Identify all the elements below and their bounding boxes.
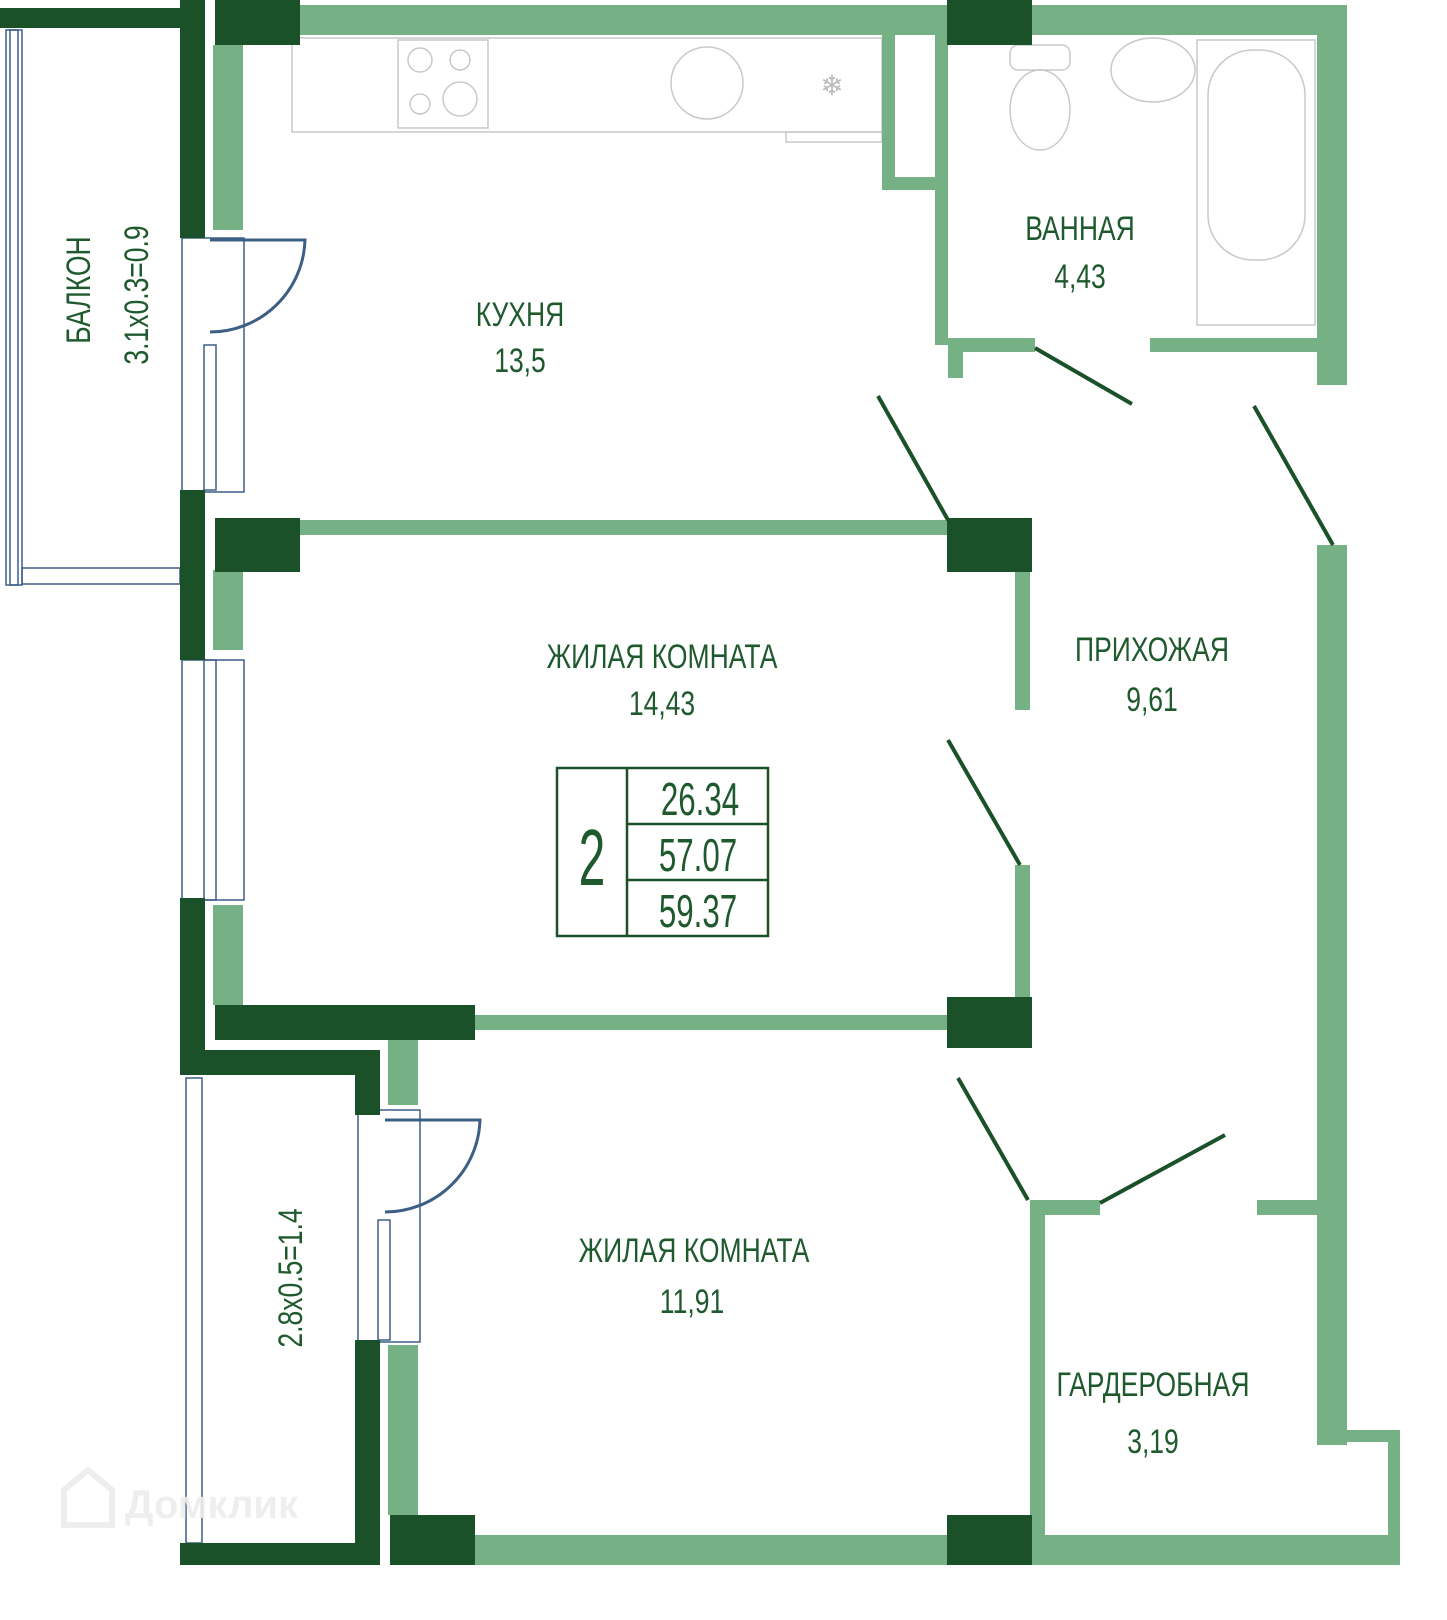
rooms-count: 2 <box>579 812 606 902</box>
living2-area: 11,91 <box>660 1283 724 1321</box>
balcony2-area: 2.8х0.5=1.4 <box>272 1208 310 1347</box>
bathroom-name: ВАННАЯ <box>1025 210 1135 248</box>
wardrobe-name: ГАРДЕРОБНАЯ <box>1057 1366 1250 1404</box>
doors <box>209 238 1335 1214</box>
living-area: 26.34 <box>661 774 739 825</box>
windows <box>5 29 421 1544</box>
kitchen-area: 13,5 <box>494 342 546 380</box>
snowflake-icon: ❄ <box>820 70 843 101</box>
house-logo-icon <box>61 1466 115 1528</box>
area-summary-box: 2 26.34 57.07 59.37 <box>555 766 770 938</box>
balcony1-name: БАЛКОН <box>60 236 98 343</box>
hallway-area: 9,61 <box>1126 681 1178 719</box>
balcony1-area: 3.1х0.3=0.9 <box>118 225 156 364</box>
wardrobe-area: 3,19 <box>1127 1423 1179 1461</box>
kitchen-name: КУХНЯ <box>476 296 565 334</box>
bathroom-area: 4,43 <box>1054 258 1106 296</box>
living1-area: 14,43 <box>629 685 695 723</box>
bathroom-fixtures <box>1009 37 1316 326</box>
living1-name: ЖИЛАЯ КОМНАТА <box>547 638 778 676</box>
kitchen-fixtures: ❄ <box>291 37 883 143</box>
living2-name: ЖИЛАЯ КОМНАТА <box>579 1232 810 1270</box>
watermark: Домклик <box>61 1466 299 1528</box>
hallway-name: ПРИХОЖАЯ <box>1075 631 1229 669</box>
watermark-text: Домклик <box>125 1483 299 1527</box>
total-with-balcony: 59.37 <box>659 886 737 937</box>
walls-light <box>213 5 1400 1565</box>
total-area: 57.07 <box>659 830 737 881</box>
walls-dark <box>0 0 1032 1565</box>
